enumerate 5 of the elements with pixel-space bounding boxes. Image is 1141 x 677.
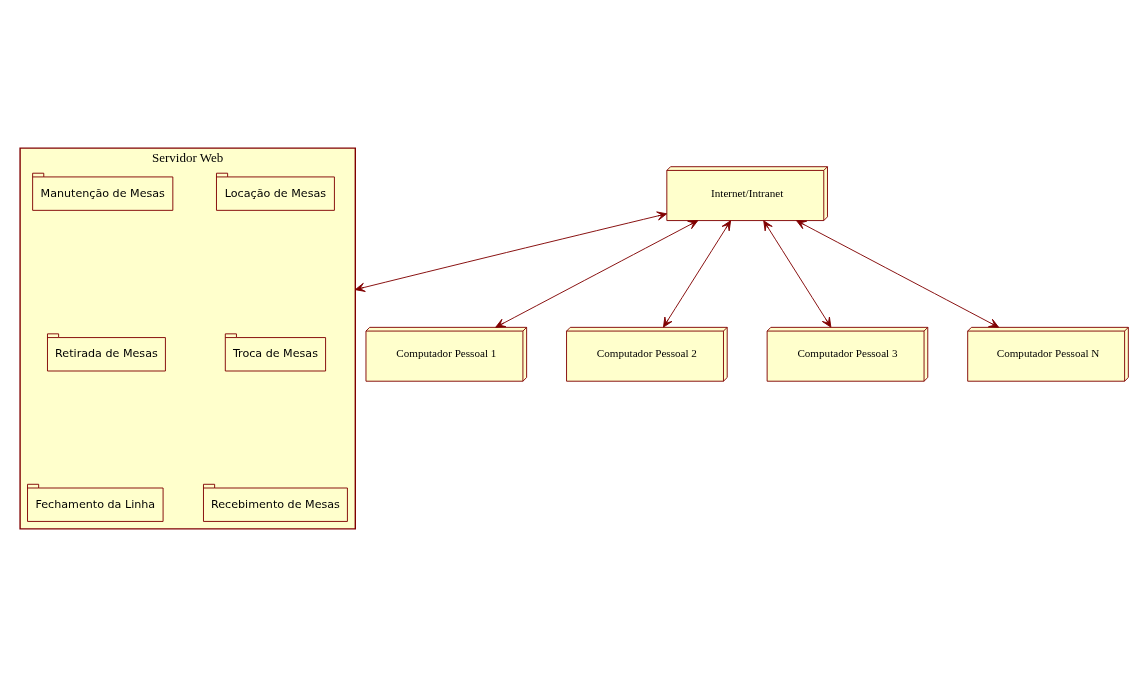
arrow (354, 211, 668, 292)
arrow (763, 220, 832, 328)
arrow (796, 220, 1000, 328)
arrow (663, 220, 732, 328)
arrow (495, 220, 699, 328)
